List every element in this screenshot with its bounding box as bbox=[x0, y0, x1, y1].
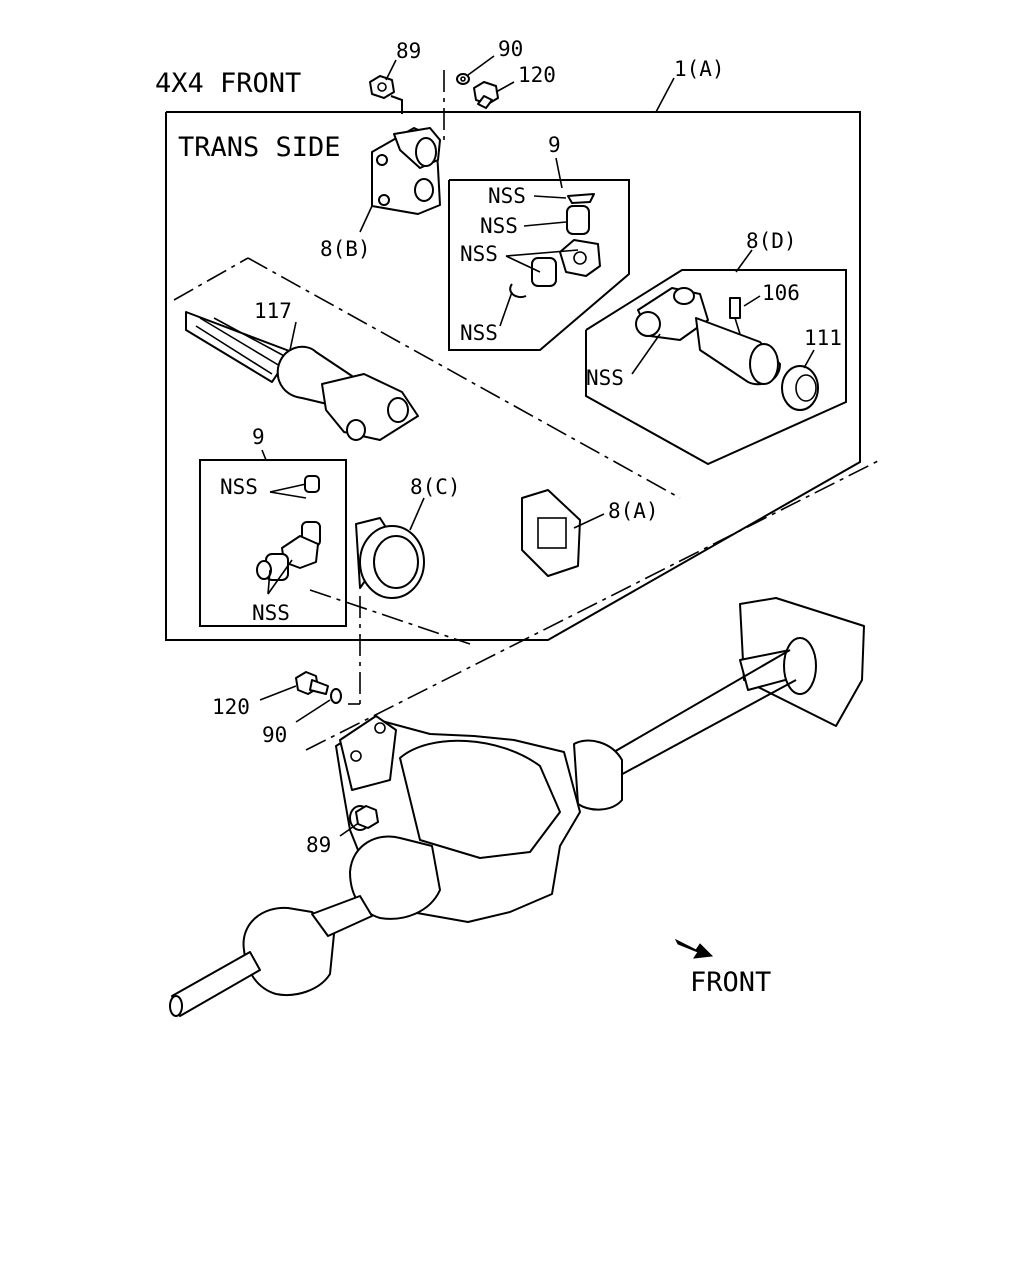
flange-yoke-8a bbox=[521, 489, 581, 577]
callout-1a: 1(A) bbox=[674, 57, 725, 81]
callout-9-upper: 9 bbox=[548, 133, 561, 157]
callout-90-bottom: 90 bbox=[262, 723, 287, 747]
front-axle-assembly bbox=[169, 459, 881, 1017]
front-label: FRONT bbox=[690, 967, 771, 998]
washer-90-top bbox=[456, 73, 470, 85]
callout-8a: 8(A) bbox=[608, 499, 659, 523]
label-nss-upper-2: NSS bbox=[480, 214, 518, 238]
washer-90-bottom bbox=[330, 688, 342, 704]
callout-120-bottom: 120 bbox=[212, 695, 250, 719]
label-nss-sleeve: NSS bbox=[586, 366, 624, 390]
slip-sleeve-8d-box bbox=[585, 269, 847, 466]
callout-89-top: 89 bbox=[396, 39, 421, 63]
callout-8c: 8(C) bbox=[410, 475, 461, 499]
flange-yoke-8c bbox=[355, 517, 425, 599]
bolt-120-bottom bbox=[295, 671, 329, 695]
callout-9-lower: 9 bbox=[252, 425, 265, 449]
callout-8b: 8(B) bbox=[320, 237, 371, 261]
callout-111: 111 bbox=[804, 326, 842, 350]
callout-8d: 8(D) bbox=[746, 229, 797, 253]
callout-120-top: 120 bbox=[518, 63, 556, 87]
label-nss-upper-3: NSS bbox=[460, 242, 498, 266]
callout-117: 117 bbox=[254, 299, 292, 323]
label-nss-upper-1: NSS bbox=[488, 184, 526, 208]
bolt-120-top bbox=[473, 81, 499, 109]
nut-89-bottom bbox=[355, 805, 379, 829]
label-nss-lower-2: NSS bbox=[252, 601, 290, 625]
label-nss-upper-4: NSS bbox=[460, 321, 498, 345]
slip-yoke-117 bbox=[185, 311, 419, 441]
lower-ujoint-kit-box bbox=[199, 459, 347, 627]
callout-106: 106 bbox=[762, 281, 800, 305]
nut-89-top bbox=[369, 75, 395, 99]
callout-89-bottom: 89 bbox=[306, 833, 331, 857]
upper-ujoint-kit-parts bbox=[509, 193, 601, 298]
callout-leaders bbox=[259, 55, 815, 837]
callout-90-top: 90 bbox=[498, 37, 523, 61]
flange-yoke-8b bbox=[371, 127, 441, 215]
dust-cap-111 bbox=[781, 365, 819, 411]
grease-fitting-106 bbox=[729, 297, 741, 335]
assembly-1a-outline bbox=[165, 111, 861, 641]
label-nss-lower-1: NSS bbox=[220, 475, 258, 499]
slip-sleeve-8d bbox=[635, 287, 781, 386]
upper-ujoint-kit-box bbox=[448, 179, 630, 351]
front-arrow-icon bbox=[674, 938, 714, 959]
trans-side-label: TRANS SIDE bbox=[178, 132, 341, 163]
diagram-title: 4X4 FRONT bbox=[155, 68, 301, 99]
